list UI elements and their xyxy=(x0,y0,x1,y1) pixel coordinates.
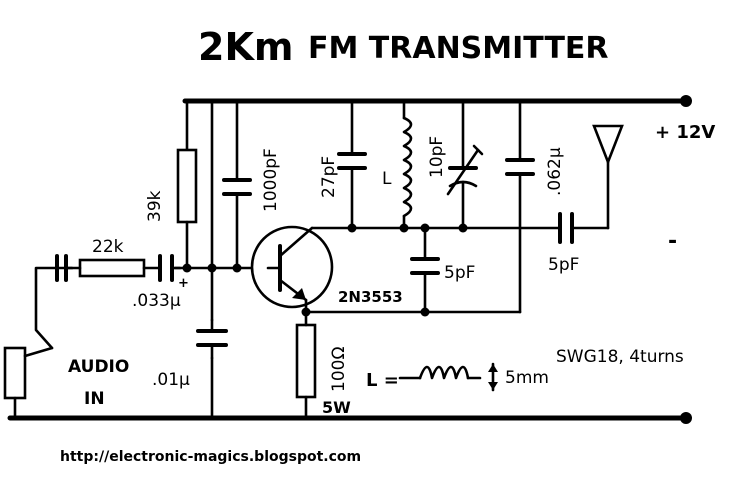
capacitor-1000pf-label: 1000pF xyxy=(261,148,281,212)
resistor-100-ohm-label: 100Ω xyxy=(329,347,349,392)
resistor-22k xyxy=(78,258,146,278)
inductor-label: L xyxy=(382,169,392,189)
svg-text:+: + xyxy=(178,276,189,291)
capacitor-5pf-antenna-label: 5pF xyxy=(548,255,579,275)
audio-jack xyxy=(3,346,27,400)
positive-terminal xyxy=(680,95,692,107)
transistor-2n3553 xyxy=(250,225,334,309)
coil-formula-label: L = xyxy=(366,370,399,391)
resistor-39k-label: 39k xyxy=(145,190,165,222)
capacitor-01u-label: .01μ xyxy=(152,370,190,390)
source-url: http://electronic-magics.blogspot.com xyxy=(60,449,361,465)
inductor-coil xyxy=(402,116,413,218)
ground-terminal xyxy=(680,412,692,424)
capacitor-5pf-feedback-label: 5pF xyxy=(444,263,475,283)
capacitor-27pf-label: 27pF xyxy=(319,156,339,198)
supply-negative-label: - xyxy=(668,229,677,254)
audio-jack-wire xyxy=(34,266,59,350)
title-fm-transmitter: FM TRANSMITTER xyxy=(308,31,609,66)
resistor-39k xyxy=(176,148,198,224)
resistor-22k-label: 22k xyxy=(92,237,124,257)
audio-label-line1: AUDIO xyxy=(68,357,129,377)
coil-diameter-label: 5mm xyxy=(505,368,549,388)
antenna-icon xyxy=(592,124,624,166)
resistor-power-label: 5W xyxy=(322,398,351,417)
title-2km: 2Km xyxy=(198,25,293,69)
capacitor-033u-label: .033μ xyxy=(132,291,181,311)
capacitor-10pf-label: 10pF xyxy=(427,136,447,178)
coil-drawing xyxy=(418,365,470,380)
audio-label-line2: IN xyxy=(84,389,105,409)
transistor-label: 2N3553 xyxy=(338,288,403,306)
capacitor-062u-label: .062μ xyxy=(545,147,565,196)
coil-spec: SWG18, 4turns xyxy=(556,347,684,367)
supply-positive-label: + 12V xyxy=(655,122,715,143)
resistor-100-ohm xyxy=(295,323,317,399)
